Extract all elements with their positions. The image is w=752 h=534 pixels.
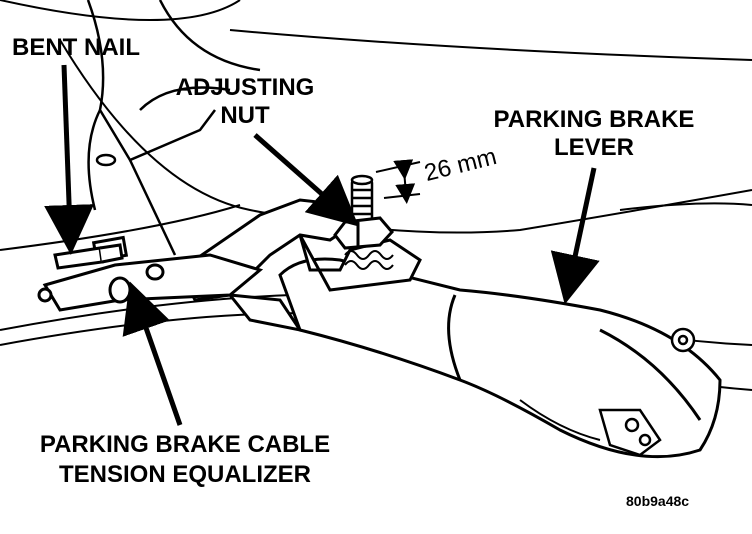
adjusting-nut-label-line1: ADJUSTING bbox=[175, 74, 315, 101]
parking-brake-lever-shape bbox=[278, 257, 722, 459]
parking-brake-lever-label: PARKING BRAKE LEVER bbox=[478, 108, 710, 160]
equalizer-arrow bbox=[122, 281, 183, 426]
bent-nail-label: BENT NAIL bbox=[12, 34, 140, 61]
adjusting-nut-arrow bbox=[253, 133, 359, 227]
leader-arrows bbox=[44, 64, 600, 426]
equalizer-label-line1: PARKING BRAKE CABLE bbox=[39, 431, 331, 458]
figure-code: 80b9a48c bbox=[626, 493, 690, 509]
equalizer-label: PARKING BRAKE CABLE TENSION EQUALIZER bbox=[10, 433, 360, 487]
adjusting-nut-label-line2: NUT bbox=[220, 102, 270, 129]
parking-brake-lever-arrow bbox=[550, 167, 600, 305]
mounting-bolts bbox=[598, 327, 696, 457]
seat-bracket bbox=[86, 0, 261, 256]
parking-brake-lever-label-line1: PARKING BRAKE bbox=[493, 106, 695, 133]
parking-brake-lever-label-line2: LEVER bbox=[553, 134, 634, 161]
adjusting-nut-label: ADJUSTING NUT bbox=[160, 76, 330, 128]
spring bbox=[344, 250, 394, 270]
dimension-marker bbox=[375, 159, 421, 204]
equalizer-label-line2: TENSION EQUALIZER bbox=[58, 461, 311, 488]
bent-nail-arrow bbox=[44, 64, 95, 255]
